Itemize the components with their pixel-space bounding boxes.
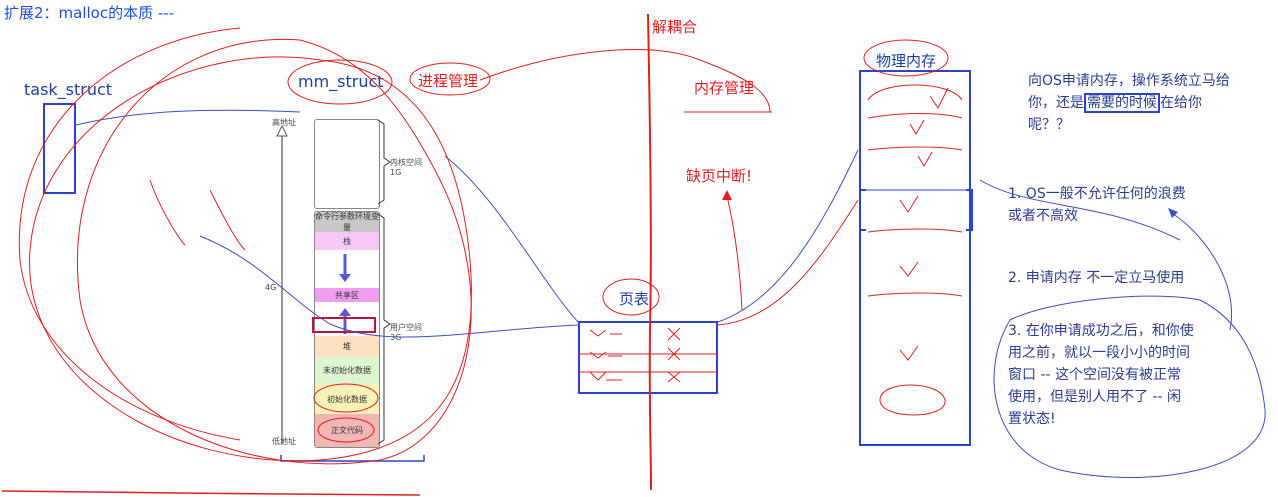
segment-gap-2 [315,302,379,337]
high-address-label: 高地址 [272,118,296,127]
pagetable-to-physical-red [717,199,859,326]
memory-management-label: 内存管理 [694,79,755,97]
decouple-label: 解耦合 [652,18,698,36]
low-address-label: 低地址 [272,437,296,446]
user-space-label: 用户空间 3G [390,323,422,342]
process-management-label: 进程管理 [418,72,479,90]
question-line-1: 向OS申请内存，操作系统立马给 [1028,73,1230,89]
point-2-note: 2. 申请内存 不一定立马使用 [1008,270,1185,286]
page-fault-arrow [726,195,743,311]
bottom-red-line [1,490,421,496]
kernel-space-label: 内核空间 1G [390,158,422,177]
segment-heap: 堆 [315,336,379,357]
page-table-box [578,321,718,394]
user-space-block: 命令行参数环境变量 栈 共享区 堆 未初始化数据 初始化数据 正文代码 [314,211,380,448]
segment-cmdline-env: 命令行参数环境变量 [315,212,379,233]
decouple-divider [647,13,652,491]
segment-shared: 共享区 [315,288,379,303]
mm-struct-bracket [280,455,425,462]
question-note: 向OS申请内存，操作系统立马给 你，还是需要的时候在给你 呢？？ [1028,70,1273,136]
segment-data: 初始化数据 [315,384,379,415]
swirl-1 [149,179,186,246]
physical-memory-label: 物理内存 [876,52,937,70]
question-line-2: 你，还是需要的时候在给你 [1028,93,1202,113]
question-line-3: 呢？？ [1028,117,1070,133]
task-struct-label: task_struct [24,80,113,99]
segment-gap-1 [315,250,379,289]
kernel-space-block [314,119,380,209]
segment-bss: 未初始化数据 [315,356,379,385]
question-highlight: 需要的时候 [1084,93,1160,113]
total-size-label: 4G [265,283,277,292]
point-3-note: 3. 在你申请成功之后，和你使 用之前，就以一段小小的时间 窗口 -- 这个空间… [1008,323,1194,427]
segment-stack: 栈 [315,232,379,251]
mm-struct-label: mm_struct [298,72,384,91]
swirl-2 [209,189,246,251]
address-space-diagram: 高地址 低地址 4G 内核空间 1G 用户空间 3G 命令行参数环境变量 栈 共… [265,115,435,455]
page-fault-label: 缺页中断! [686,167,753,185]
page-table-label: 页表 [619,290,650,308]
physical-memory-box [859,70,971,446]
segment-text: 正文代码 [315,414,379,447]
point-1-note: 1. OS一般不允许任何的浪费 或者不高效 [1008,186,1186,224]
task-struct-box [43,103,76,194]
page-title: 扩展2：malloc的本质 --- [4,4,175,22]
page-fault-arrow-head [722,190,732,200]
mm-to-pagetable-link-2 [444,155,579,323]
